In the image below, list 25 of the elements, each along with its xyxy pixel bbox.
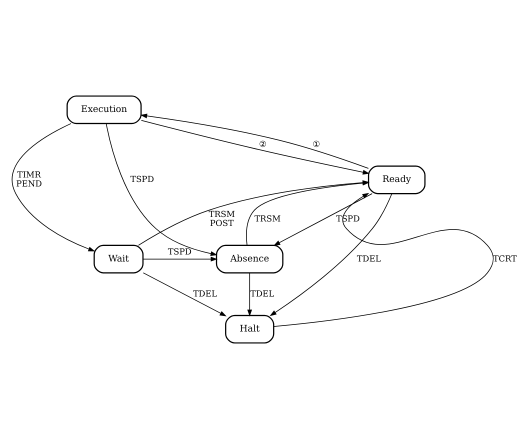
arrow (140, 120, 370, 175)
arrow (140, 114, 369, 169)
node-box: Halt (225, 314, 274, 344)
edge-label: TSPD (130, 174, 154, 184)
node-box: Ready (368, 166, 426, 194)
edge-label: TDEL (356, 253, 381, 264)
arrow (247, 272, 252, 316)
arrow (273, 192, 494, 327)
arrow (142, 256, 218, 262)
arrow (106, 123, 218, 256)
edge-label: TRSM (254, 214, 281, 224)
arrow (12, 123, 96, 252)
node-box: Absence (216, 244, 284, 274)
node-box: Execution (66, 95, 142, 124)
arrow (270, 193, 392, 316)
arrow (273, 193, 372, 246)
edge-label: TSPD (168, 246, 192, 256)
edge-label: ① (312, 138, 320, 149)
node-box: Wait (94, 244, 144, 274)
arrow (142, 272, 227, 316)
edge-label: TDEL (193, 288, 218, 298)
edge-label: TIMR PEND (16, 169, 42, 189)
edge-label: ② (259, 138, 266, 149)
edge-label: TDEL (250, 288, 274, 298)
edge-label: TRSM POST (208, 209, 235, 228)
